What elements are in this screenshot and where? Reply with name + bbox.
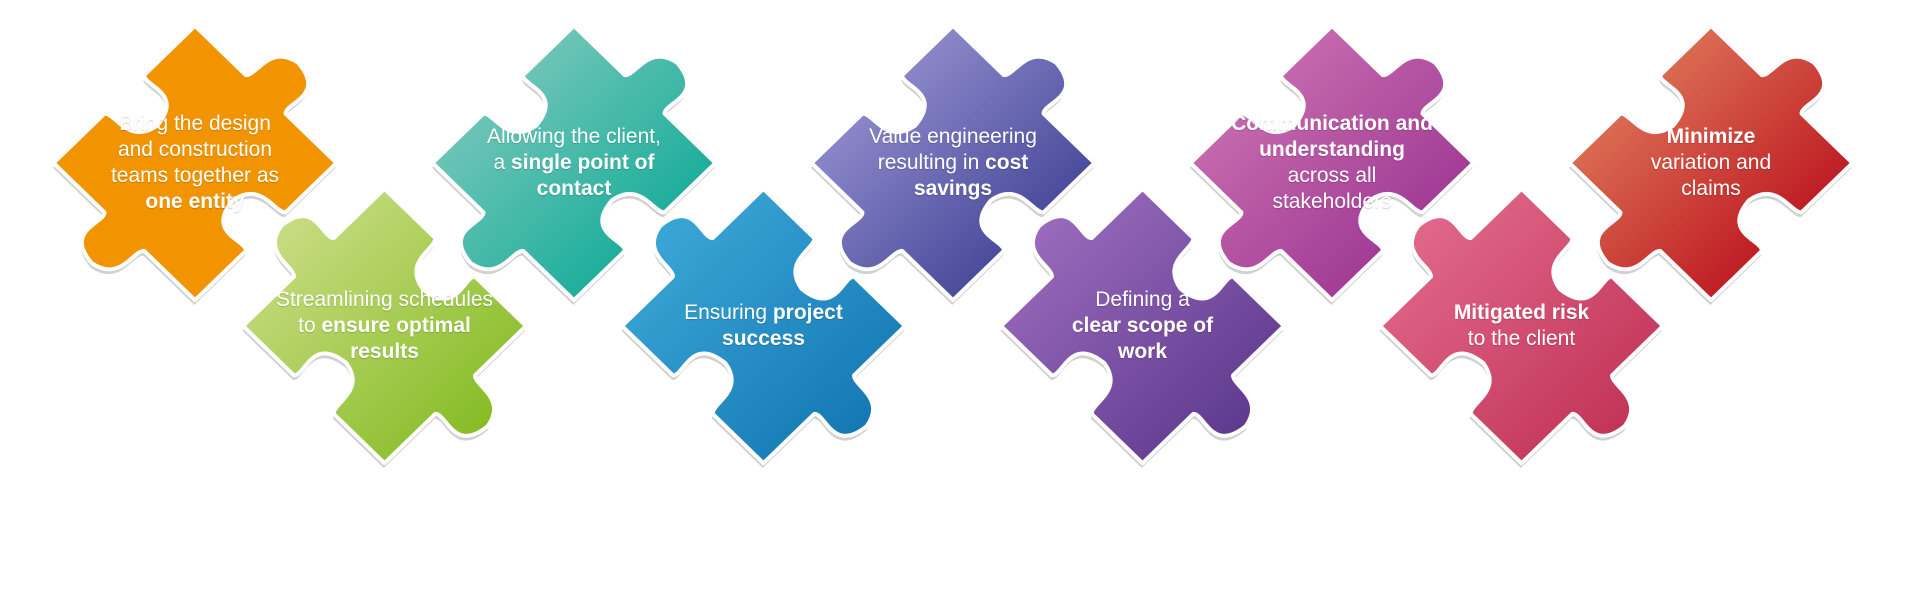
puzzle-piece-shape [1188, 23, 1476, 303]
puzzle-piece-p5 [809, 23, 1097, 305]
puzzle-piece-p1 [51, 23, 339, 305]
puzzle-piece-p2 [241, 186, 528, 468]
puzzle-piece-p3 [430, 23, 718, 305]
puzzle-piece-shape [999, 186, 1286, 466]
puzzle-piece-shape [620, 186, 907, 466]
puzzle-piece-p9 [1567, 23, 1855, 305]
puzzle-piece-p7 [1188, 23, 1476, 305]
puzzle-piece-p8 [1378, 186, 1665, 468]
puzzle-piece-shape [1378, 186, 1665, 466]
puzzle-piece-shape [430, 23, 718, 303]
puzzle-piece-shape [51, 23, 339, 303]
puzzle-piece-p4 [620, 186, 907, 468]
puzzle-piece-shape [241, 186, 528, 466]
puzzle-piece-shape [1567, 23, 1855, 303]
puzzle-piece-shape [809, 23, 1097, 303]
puzzle-piece-p6 [999, 186, 1286, 468]
